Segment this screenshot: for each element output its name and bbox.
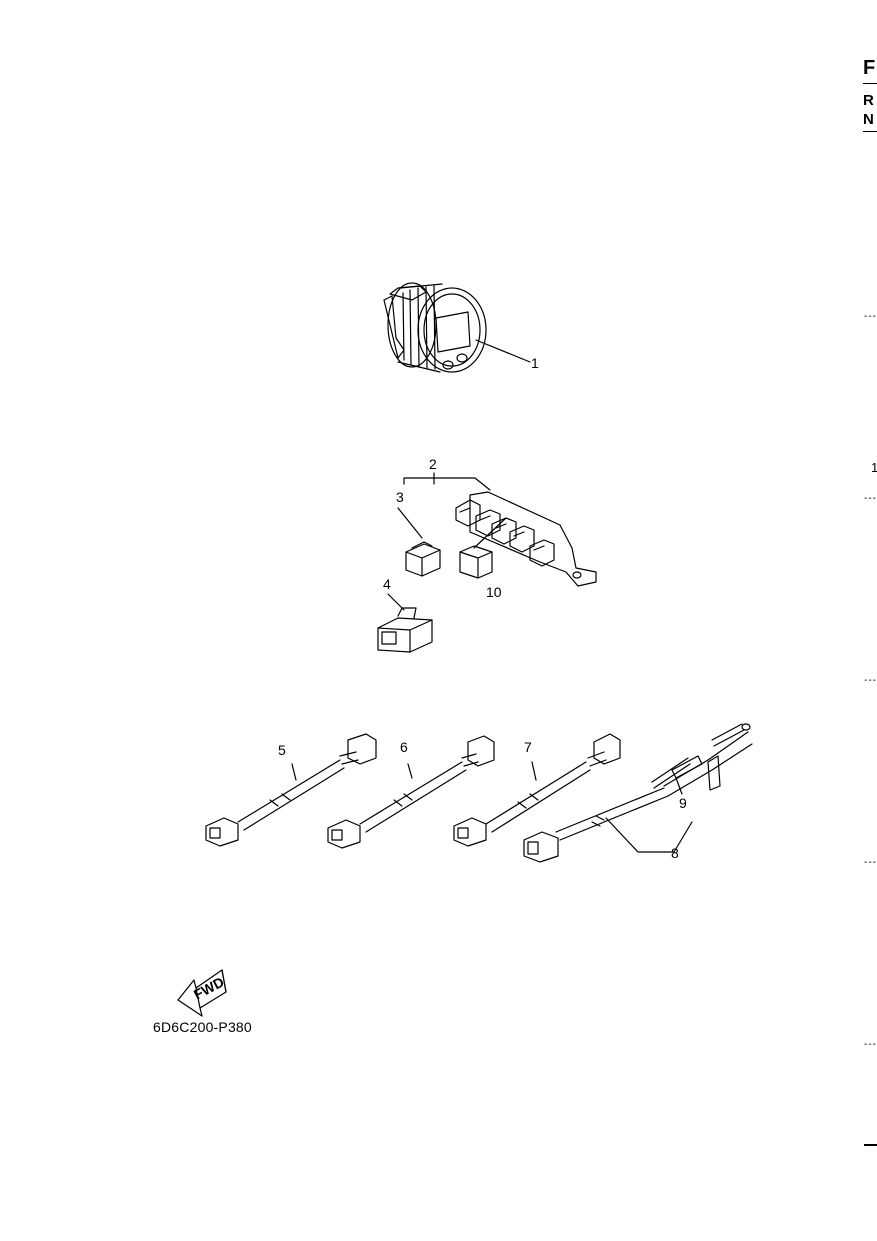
callout-10: 10 [486,584,502,600]
callout-6: 6 [400,739,408,755]
edge-dash-mark: --- [864,675,877,686]
edge-dash-mark: --- [864,493,877,504]
callout-2: 2 [429,456,437,472]
fwd-arrow-icon [177,969,227,1017]
connector-holder-part [403,472,597,587]
harness-part-8 [523,723,753,863]
callout-1: 1 [531,355,539,371]
figure-code: 6D6C200-P380 [153,1019,252,1035]
harness-part-6 [327,735,495,849]
edge-dash-mark: --- [864,1039,877,1050]
edge-dash-mark: --- [864,311,877,322]
edge-letter-r: R [863,92,874,109]
callout-3: 3 [396,489,404,505]
callout-5: 5 [278,742,286,758]
callout-7: 7 [524,739,532,755]
digital-gauge-part [383,282,531,373]
fwd-label: FWD [191,974,227,1003]
fuse-part-9 [651,755,703,795]
harness-part-7 [453,733,621,847]
edge-dash-mark: --- [864,857,877,868]
edge-letter-f: F [863,57,877,84]
harness-part-5 [205,733,377,847]
connector-part-4 [377,593,433,653]
edge-letter-n: N [863,111,877,132]
callout-9: 9 [679,795,687,811]
callout-4: 4 [383,576,391,592]
edge-end-mark [864,1144,877,1146]
cap-part-10 [459,517,507,579]
edge-number: 1 [871,460,877,475]
connector-part-3 [397,507,441,577]
callout-8: 8 [671,845,679,861]
